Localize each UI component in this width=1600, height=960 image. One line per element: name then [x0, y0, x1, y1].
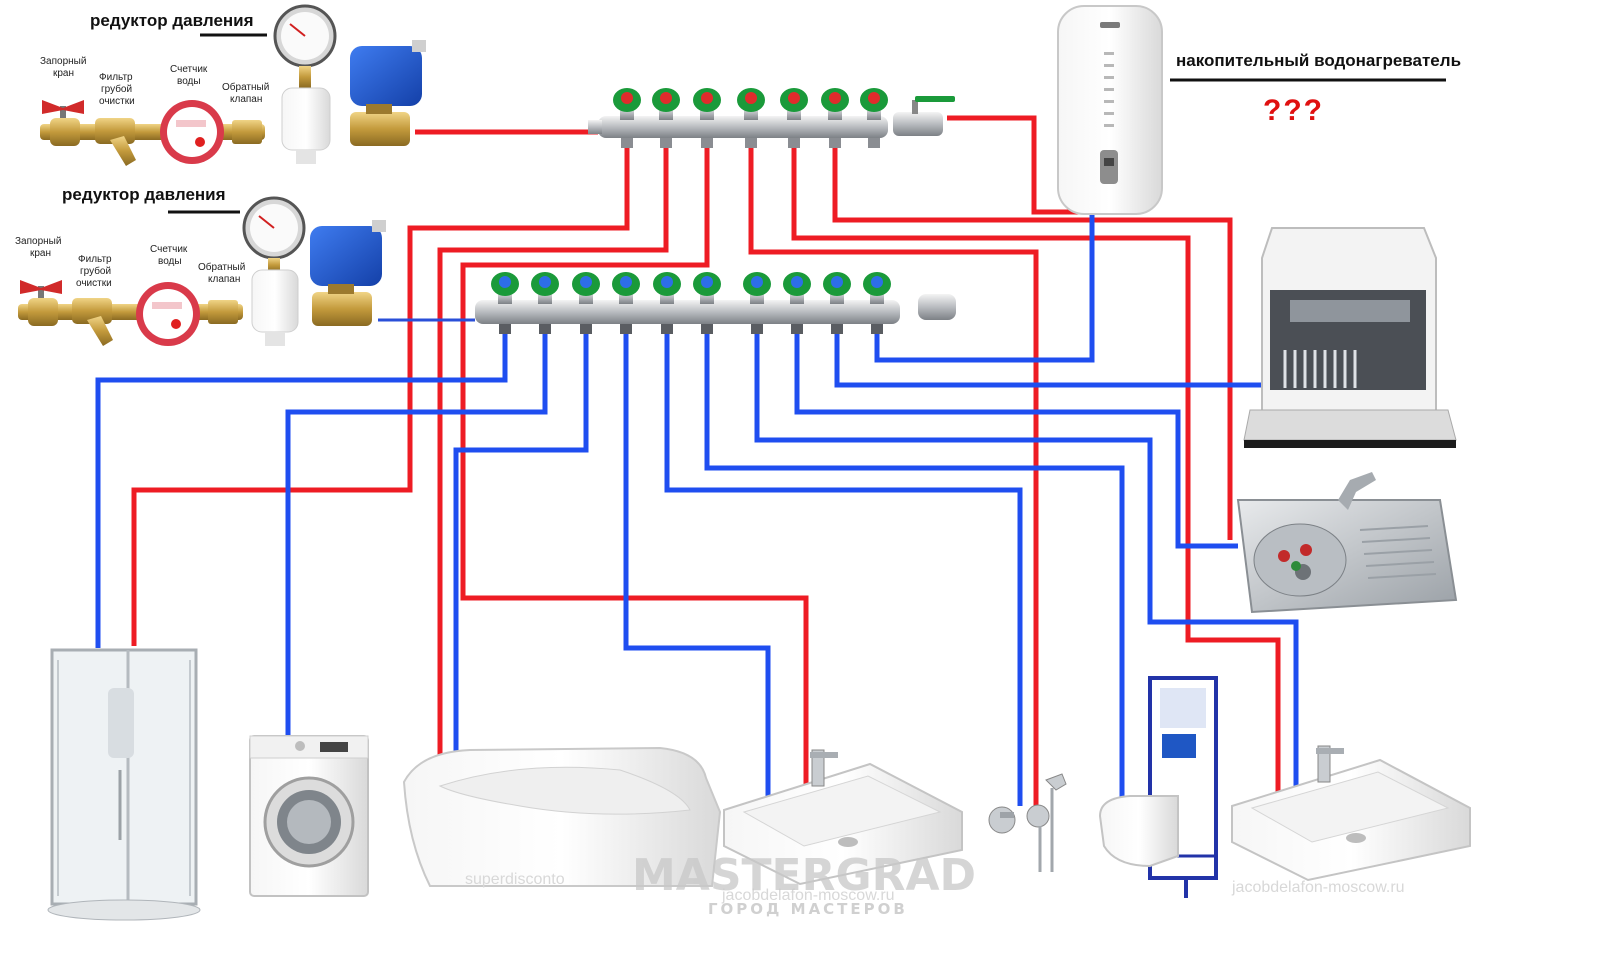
cold-pipe-toilet [704, 330, 1125, 808]
cold-pipe-washing-machine [285, 330, 548, 738]
watermark-brand-sub: ГОРОД МАСТЕРОВ [708, 900, 908, 918]
cold-pipe-washbasin-2 [754, 330, 1299, 792]
heater-question: ??? [1263, 94, 1324, 127]
pressure-gauge-icon [242, 196, 306, 272]
inlet-assembly-bottom: Запорный кран Фильтр грубой очистки Счет… [15, 196, 386, 346]
shutoff-label-l2: кран [53, 68, 74, 79]
hot-pipe-kitchen-sink [832, 147, 1233, 540]
reducer-label-bottom: редуктор давления [62, 185, 226, 204]
cold-pipes [95, 212, 1299, 808]
hot-pipe-washbasin-2 [791, 147, 1281, 792]
cold-pipe-dishwasher [834, 330, 1290, 388]
filter-label-l2: грубой [101, 83, 132, 95]
faucet-icon [810, 749, 838, 787]
bathtub-icon [402, 746, 722, 887]
kitchen-sink-icon [1236, 472, 1458, 614]
dishwasher-icon [1243, 227, 1457, 448]
butterfly-valve-icon [42, 100, 84, 146]
hot-pipes [131, 115, 1281, 806]
wall-hung-toilet-icon [1098, 676, 1218, 898]
check-valve-icon [232, 120, 262, 144]
y-strainer-icon [72, 298, 113, 346]
manifold-valve-handles [491, 272, 891, 304]
check-valve-icon [208, 300, 238, 324]
meter-label-l2: воды [158, 256, 182, 267]
heater-label: накопительный водонагреватель [1176, 51, 1461, 70]
cold-pipe-heater [874, 212, 1095, 363]
motorized-valve-icon [310, 220, 386, 326]
faucet-icon [1316, 745, 1344, 783]
cold-pipe-washbasin-1 [623, 330, 771, 806]
shutoff-label-l2: кран [30, 248, 51, 259]
water-meter-icon [160, 100, 224, 164]
check-label-l1: Обратный [222, 81, 269, 93]
pressure-reducer-icon [251, 269, 299, 346]
cold-pipe-bidet [664, 330, 1023, 806]
motorized-valve-icon [350, 40, 426, 146]
manifold-outlets [499, 324, 883, 334]
filter-label-l3: очистки [99, 96, 135, 107]
filter-label-l2: грубой [80, 265, 111, 277]
hot-pipe-washbasin-1 [460, 147, 809, 786]
shutoff-label-l1: Запорный [15, 236, 61, 247]
hot-manifold-icon [588, 88, 955, 148]
filter-label-l1: Фильтр [99, 72, 133, 83]
pressure-gauge-icon [273, 4, 337, 88]
watermark-site: jacobdelafon-moscow.ru [721, 887, 895, 904]
end-ball-valve-icon [893, 96, 955, 136]
shutoff-label-l1: Запорный [40, 56, 86, 67]
watermark-site: jacobdelafon-moscow.ru [1231, 879, 1405, 896]
reducer-label-top: редуктор давления [90, 11, 254, 30]
cold-pipe-shower [95, 330, 508, 648]
shower-cabin-icon [47, 648, 201, 921]
watermark-brand: MASTERGRAD [632, 850, 976, 901]
cold-pipe-kitchen-sink [794, 330, 1238, 549]
pressure-reducer-icon [281, 87, 331, 164]
washbasin-icon [723, 749, 963, 886]
hot-pipe-bathtub [437, 147, 669, 760]
filter-label-l3: очистки [76, 278, 112, 289]
meter-label-l2: воды [177, 76, 201, 87]
washbasin-icon [1231, 745, 1471, 882]
filter-label-l1: Фильтр [78, 254, 112, 265]
butterfly-valve-icon [20, 280, 62, 326]
water-meter-icon [136, 282, 200, 346]
hot-pipe-bidet [748, 147, 1039, 806]
hot-pipe-shower [131, 147, 630, 646]
check-label-l2: клапан [230, 94, 262, 105]
manifold-outlets [621, 138, 880, 148]
check-label-l2: клапан [208, 274, 240, 285]
heater-feed-pipe [947, 115, 1090, 215]
manifold-valve-handles [613, 88, 888, 120]
end-cap-icon [918, 294, 956, 320]
cold-pipe-bathtub [453, 330, 589, 760]
water-heater-icon [1057, 5, 1163, 215]
check-label-l1: Обратный [198, 261, 245, 273]
washing-machine-icon [249, 735, 369, 897]
hygienic-shower-icon [988, 773, 1067, 872]
cold-manifold-icon [475, 272, 956, 334]
meter-label-l1: Счетчик [170, 64, 208, 75]
meter-label-l1: Счетчик [150, 244, 188, 255]
watermark-site: superdisconto [465, 871, 565, 888]
inlet-assembly-top: Запорный кран Фильтр грубой очистки Счет… [40, 4, 426, 166]
y-strainer-icon [95, 118, 136, 166]
